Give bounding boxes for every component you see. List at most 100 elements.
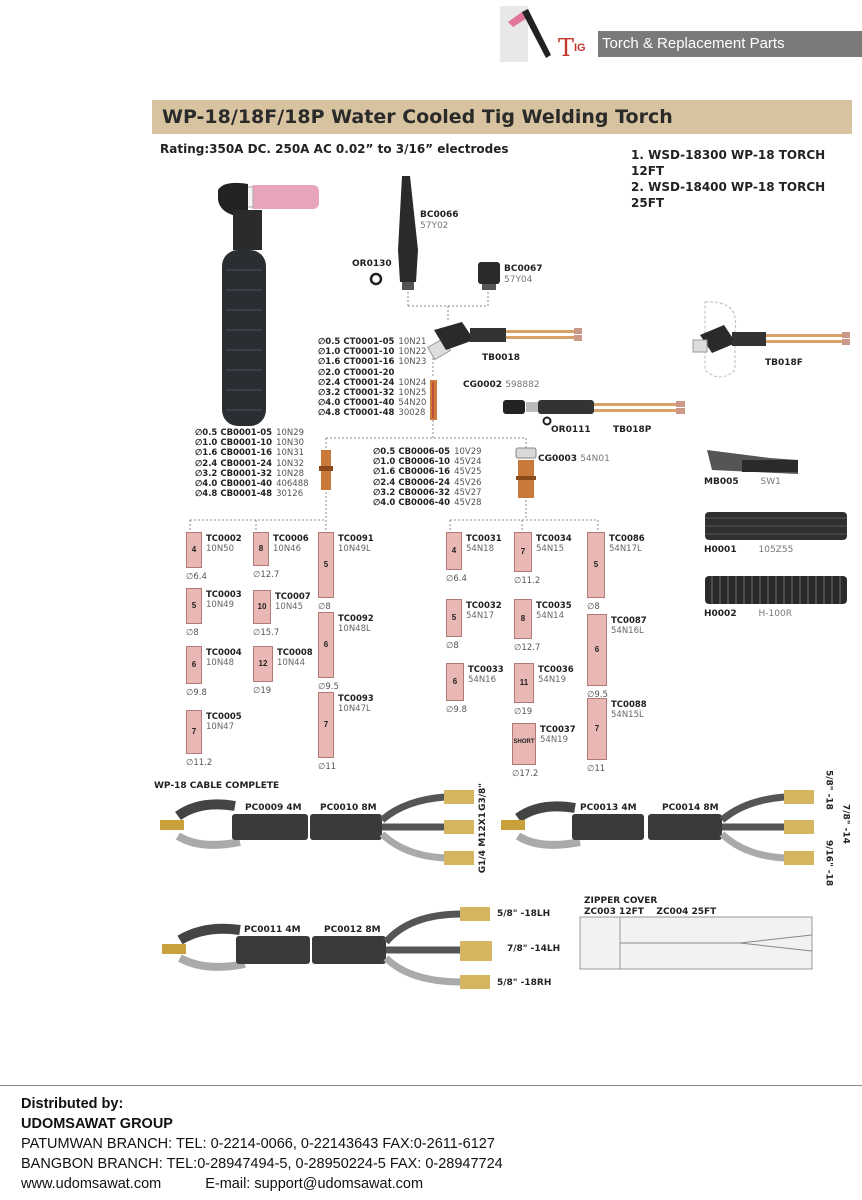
model-item: 2. WSD-18400 WP-18 TORCH 25FT <box>631 180 826 210</box>
size-value: ∅1.0 <box>195 438 218 449</box>
size-value: ∅1.0 <box>318 347 341 358</box>
size-value: ∅0.5 <box>195 428 218 438</box>
label-cg0003: CG0003 54N01 <box>538 454 610 464</box>
size-value: ∅4.0 <box>318 398 341 409</box>
cup-code: TC0088 <box>611 700 647 710</box>
part-code: CT0001-16 <box>343 357 395 368</box>
cup-diameter: ∅9.8 <box>446 705 467 715</box>
nozzle-cup: 6 <box>186 646 202 684</box>
alt-code: 10N29 <box>276 428 305 438</box>
cup-size-number: 6 <box>452 677 458 686</box>
size-value: ∅1.6 <box>318 357 341 368</box>
footer-email-link[interactable]: E-mail: support@udomsawat.com <box>205 1176 424 1192</box>
size-value: ∅3.2 <box>195 468 218 479</box>
fitting-78-14lh-label: 7/8" -14LH <box>507 944 561 954</box>
cup-diameter: ∅19 <box>253 686 272 696</box>
size-value: ∅0.5 <box>318 337 341 347</box>
cup-code: TC0037 <box>540 725 576 735</box>
part-code: CB0006-24 <box>398 477 451 488</box>
label-mb005: MB005 SW1 <box>704 477 781 487</box>
cup-alt-code: 10N49L <box>338 544 371 554</box>
alt-code: 10V29 <box>454 447 482 457</box>
cup-alt-code: 10N47L <box>338 704 371 714</box>
part-code: CB0006-05 <box>398 447 451 457</box>
part-code: CB0001-32 <box>220 468 273 479</box>
label-tb018f: TB018F <box>765 358 803 368</box>
label-h0002: H0002 H-100R <box>704 609 792 619</box>
alt-code: 30028 <box>398 408 426 419</box>
nozzle-cup: 5 <box>186 588 202 624</box>
cup-alt-code: 54N16L <box>611 626 644 636</box>
o-ring-image <box>369 272 383 286</box>
fitting-g14-label: G1/4 <box>478 850 488 874</box>
part-code: CT0001-20 <box>343 367 395 378</box>
nozzle-cup: 7 <box>186 710 202 754</box>
fitting-m12x1-label: M12X1 <box>478 812 488 847</box>
cup-alt-code: 54N18 <box>466 544 494 554</box>
nozzle-cup: 6 <box>587 614 607 686</box>
part-code: CB0006-32 <box>398 487 451 498</box>
part-code: CT0001-10 <box>343 347 395 358</box>
part-code: CT0001-05 <box>343 337 395 347</box>
fitting-g38-label: G3/8" <box>478 783 488 811</box>
cup-code: TC0032 <box>466 601 502 611</box>
footer-branch-bangbon: BANGBON BRANCH: TEL:0-28947494-5, 0-2895… <box>21 1156 503 1172</box>
footer-distributed: Distributed by: <box>21 1096 124 1112</box>
logo-letters-ig: IG <box>574 42 586 54</box>
footer-web-link[interactable]: www.udomsawat.com <box>21 1176 162 1192</box>
cup-code: TC0003 <box>206 590 242 600</box>
alt-code: 45V28 <box>454 498 482 509</box>
cup-diameter: ∅11 <box>318 762 337 772</box>
cable-pc0011-label: PC0011 4M <box>244 925 301 935</box>
cup-diameter: ∅12.7 <box>514 643 541 653</box>
cup-alt-code: 54N19 <box>540 735 568 745</box>
cup-size-number: 5 <box>191 601 197 610</box>
cup-diameter: ∅17.2 <box>512 769 539 779</box>
cup-diameter: ∅9.8 <box>186 688 207 698</box>
label-or0111: OR0111 <box>551 425 591 435</box>
cup-diameter: ∅19 <box>514 707 533 717</box>
nozzle-cup: 6 <box>318 612 334 678</box>
cup-size-number: 7 <box>520 547 526 556</box>
cup-code: TC0092 <box>338 614 374 624</box>
alt-code: 45V24 <box>454 457 482 468</box>
cup-diameter: ∅8 <box>186 628 199 638</box>
cup-alt-code: 10N50 <box>206 544 234 554</box>
part-code: CB0001-48 <box>220 489 273 500</box>
cable-pc0013-label: PC0013 4M <box>580 803 637 813</box>
alt-code: 54N20 <box>398 398 427 409</box>
part-code: CT0001-40 <box>343 398 395 409</box>
cup-code: TC0002 <box>206 534 242 544</box>
cup-size-number: 7 <box>594 724 600 733</box>
nozzle-cup: 10 <box>253 590 271 624</box>
zipper-cover-image <box>579 916 813 970</box>
cup-alt-code: 10N46 <box>273 544 301 554</box>
cup-alt-code: 54N14 <box>536 611 564 621</box>
nozzle-cup: 5 <box>587 532 605 598</box>
cup-code: TC0086 <box>609 534 645 544</box>
cup-size-number: 6 <box>594 645 600 654</box>
nozzle-cup: 4 <box>446 532 462 570</box>
alt-code: 10N22 <box>398 347 427 358</box>
nozzle-cup: 12 <box>253 646 273 682</box>
fitting-58-18rh-label: 5/8" -18RH <box>497 978 552 988</box>
cup-diameter: ∅9.5 <box>587 690 608 700</box>
nozzle-cup: SHORT <box>512 723 536 765</box>
